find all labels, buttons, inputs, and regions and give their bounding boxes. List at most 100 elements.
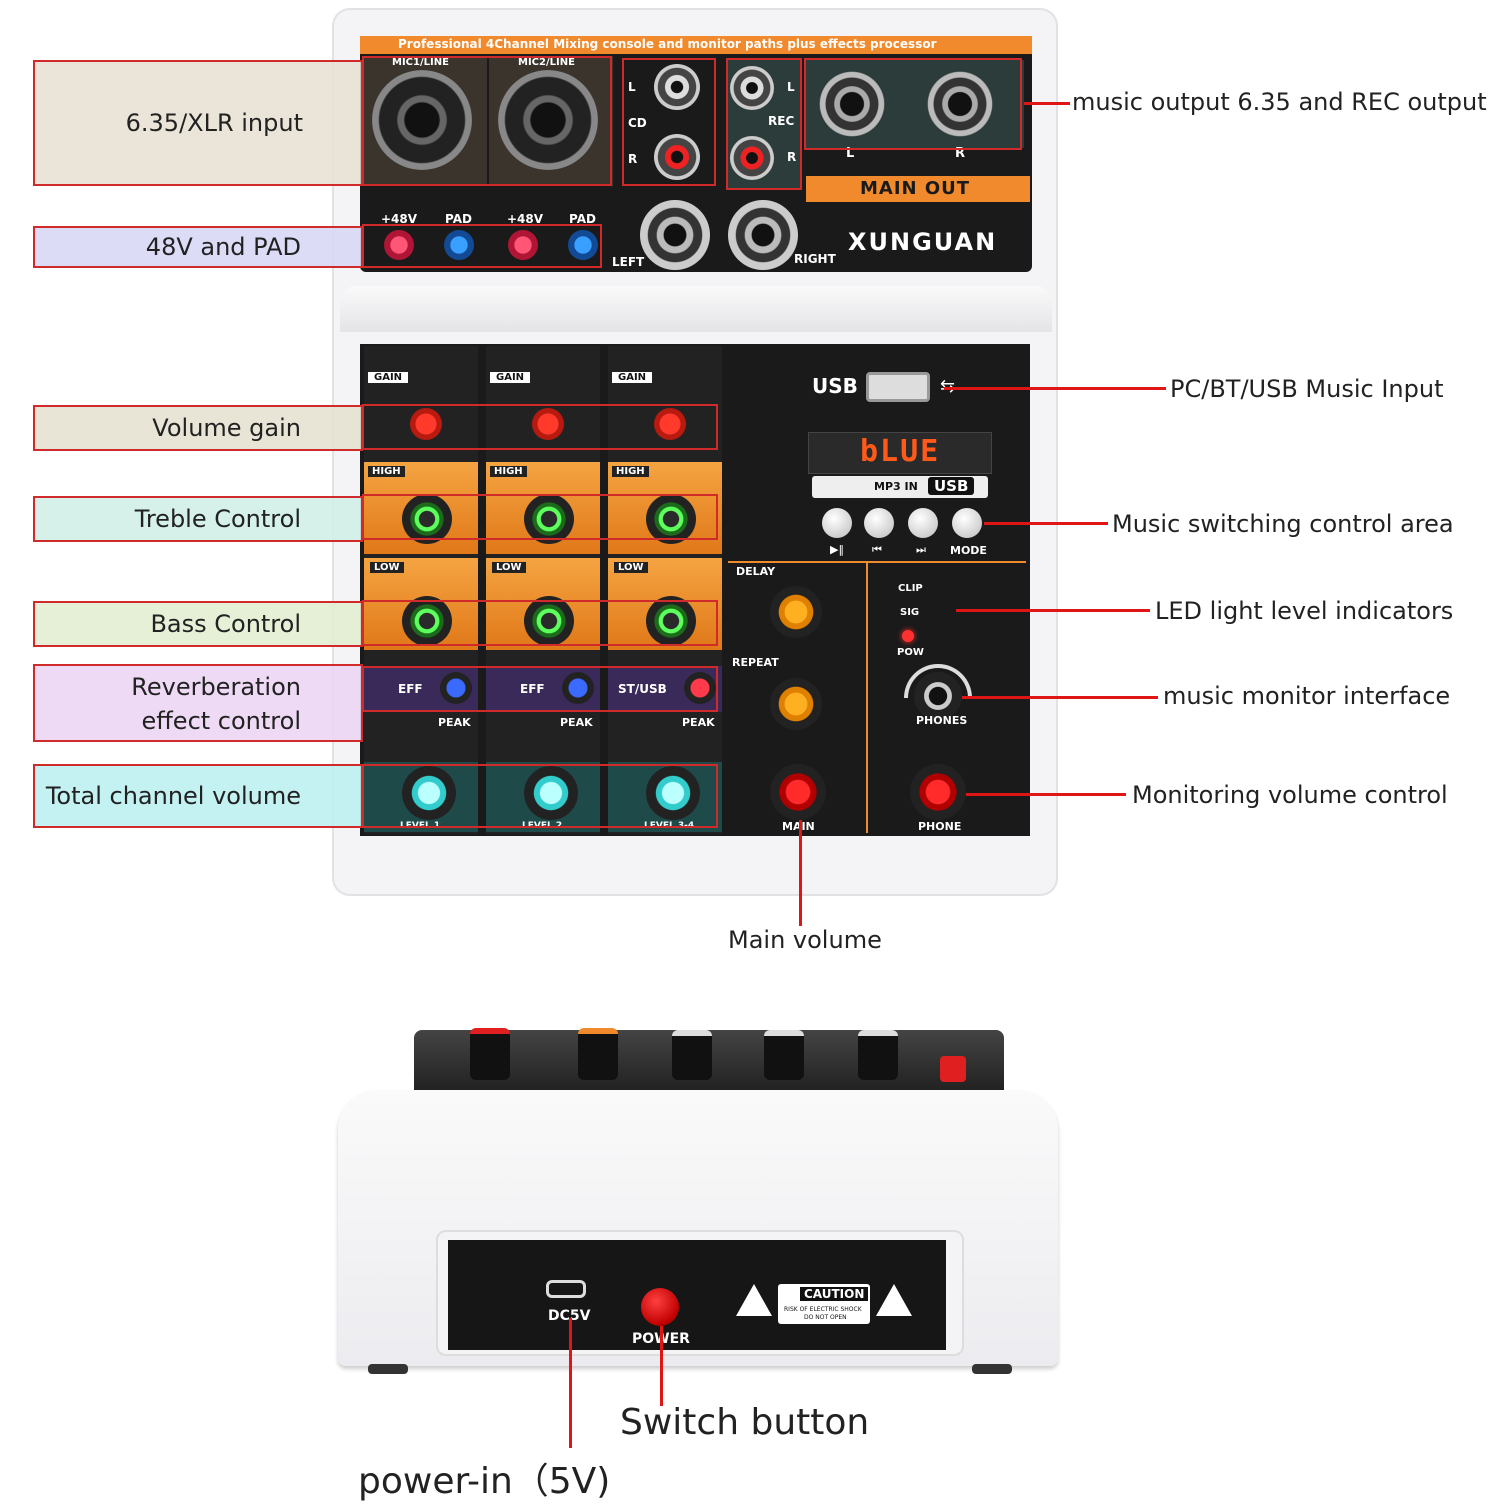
banner-text: Professional 4Channel Mixing console and… bbox=[398, 37, 937, 51]
mode-button[interactable] bbox=[952, 508, 982, 538]
caution-sub1: RISK OF ELECTRIC SHOCK bbox=[784, 1306, 862, 1313]
display-text: bLUE bbox=[860, 434, 941, 469]
treble-knob-2[interactable] bbox=[524, 494, 574, 544]
callout-volume-gain: Volume gain bbox=[33, 405, 363, 451]
usb-port[interactable] bbox=[866, 372, 930, 402]
bass-highlight bbox=[362, 600, 718, 646]
main-out-strip bbox=[806, 176, 1030, 202]
mainout-highlight bbox=[804, 58, 1022, 150]
mode-label: MODE bbox=[950, 544, 987, 557]
peak-label-1: PEAK bbox=[438, 716, 471, 729]
p48v-2-label: +48V bbox=[507, 212, 544, 226]
treble-highlight bbox=[362, 494, 718, 540]
rec-l-label: L bbox=[787, 80, 795, 94]
cd-r-label: R bbox=[628, 152, 638, 166]
power-button[interactable] bbox=[641, 1288, 679, 1326]
callout-power-in: power-in（5V) bbox=[358, 1461, 611, 1502]
phantom-button-2[interactable] bbox=[508, 230, 538, 260]
mp3in-usb-label: USB bbox=[928, 477, 975, 495]
next-button[interactable] bbox=[908, 508, 938, 538]
pad-button-1[interactable] bbox=[444, 230, 474, 260]
rec-rca-left[interactable] bbox=[730, 66, 774, 110]
pad-2-label: PAD bbox=[569, 212, 596, 226]
rec-rca-right[interactable] bbox=[730, 136, 774, 180]
high-label-2: HIGH bbox=[490, 466, 527, 477]
main-out-jack-left[interactable] bbox=[818, 70, 886, 138]
prev-button[interactable] bbox=[864, 508, 894, 538]
line-led bbox=[956, 609, 1150, 612]
callout-xlr-input: 6.35/XLR input bbox=[33, 60, 363, 186]
right-label: RIGHT bbox=[794, 252, 836, 266]
warning-icon-2 bbox=[876, 1284, 912, 1316]
delay-knob[interactable] bbox=[770, 586, 822, 638]
sig-label: SIG bbox=[900, 607, 920, 618]
callout-switch-button: Switch button bbox=[620, 1402, 870, 1443]
xlr-jack-1[interactable] bbox=[372, 70, 472, 170]
line-in-jack-right[interactable] bbox=[728, 200, 798, 270]
line-usb bbox=[944, 387, 1166, 390]
eff-knob-2[interactable] bbox=[562, 672, 594, 704]
clip-label: CLIP bbox=[898, 583, 923, 594]
phantom-button-1[interactable] bbox=[384, 230, 414, 260]
gain-knob-3[interactable] bbox=[646, 400, 694, 448]
level-knob-3[interactable] bbox=[646, 766, 700, 820]
xlr-jack-2[interactable] bbox=[498, 70, 598, 170]
bass-knob-2[interactable] bbox=[524, 596, 574, 646]
low-label-1: LOW bbox=[370, 562, 404, 573]
gain-knob-2[interactable] bbox=[524, 400, 572, 448]
peak-label-2: PEAK bbox=[560, 716, 593, 729]
knob-top-2 bbox=[578, 1028, 618, 1080]
prev-icon: ⏮ bbox=[872, 543, 882, 556]
eff-label-2: EFF bbox=[520, 682, 545, 696]
banner-strip bbox=[360, 36, 1032, 54]
line-in-jack-left[interactable] bbox=[640, 200, 710, 270]
treble-knob-3[interactable] bbox=[646, 494, 696, 544]
line-monitor bbox=[962, 696, 1158, 699]
high-label-3: HIGH bbox=[612, 466, 649, 477]
bass-knob-1[interactable] bbox=[402, 596, 452, 646]
eff-knob-3[interactable] bbox=[684, 672, 716, 704]
high-label-1: HIGH bbox=[368, 466, 405, 477]
callout-main-volume: Main volume bbox=[728, 926, 882, 954]
play-pause-button[interactable] bbox=[822, 508, 852, 538]
main-label: MAIN bbox=[782, 820, 815, 833]
fx-divider-h bbox=[728, 561, 1026, 563]
cd-rca-right[interactable] bbox=[654, 134, 700, 180]
bass-knob-3[interactable] bbox=[646, 596, 696, 646]
pad-button-2[interactable] bbox=[568, 230, 598, 260]
rec-highlight bbox=[726, 58, 802, 190]
eff-label-3: ST/USB bbox=[618, 682, 667, 696]
repeat-knob[interactable] bbox=[770, 678, 822, 730]
dc5v-label: DC5V bbox=[548, 1308, 591, 1324]
cd-rca-left[interactable] bbox=[654, 64, 700, 110]
brand-logo: XUNGUAN bbox=[848, 228, 998, 256]
warning-icon-1 bbox=[736, 1284, 772, 1316]
p48v-1-label: +48V bbox=[381, 212, 418, 226]
treble-knob-1[interactable] bbox=[402, 494, 452, 544]
gain-knob-1[interactable] bbox=[402, 400, 450, 448]
phone-knob[interactable] bbox=[910, 764, 966, 820]
callout-monitor: music monitor interface bbox=[1163, 682, 1451, 710]
repeat-label: REPEAT bbox=[732, 656, 779, 669]
rear-panel bbox=[448, 1240, 946, 1350]
tray-ridge bbox=[340, 286, 1052, 332]
usb-symbol-icon: ⇆ bbox=[940, 376, 955, 397]
dc5v-port[interactable] bbox=[546, 1280, 586, 1298]
level-knob-2[interactable] bbox=[524, 766, 578, 820]
level-highlight bbox=[362, 764, 718, 828]
delay-label: DELAY bbox=[736, 565, 776, 578]
main-knob[interactable] bbox=[770, 764, 826, 820]
gain-label-1: GAIN bbox=[368, 372, 409, 383]
line-main-out bbox=[1024, 102, 1070, 105]
fx-divider-v bbox=[866, 563, 868, 833]
eff-knob-1[interactable] bbox=[440, 672, 472, 704]
phones-label: PHONES bbox=[916, 714, 968, 727]
gain-highlight bbox=[362, 404, 718, 450]
main-out-jack-right[interactable] bbox=[926, 70, 994, 138]
rec-r-label: R bbox=[787, 150, 797, 164]
main-out-r-label: R bbox=[955, 146, 966, 161]
callout-48v-pad: 48V and PAD bbox=[33, 226, 363, 268]
callout-treble: Treble Control bbox=[33, 496, 363, 542]
48v-highlight bbox=[362, 224, 602, 268]
level-knob-1[interactable] bbox=[402, 766, 456, 820]
